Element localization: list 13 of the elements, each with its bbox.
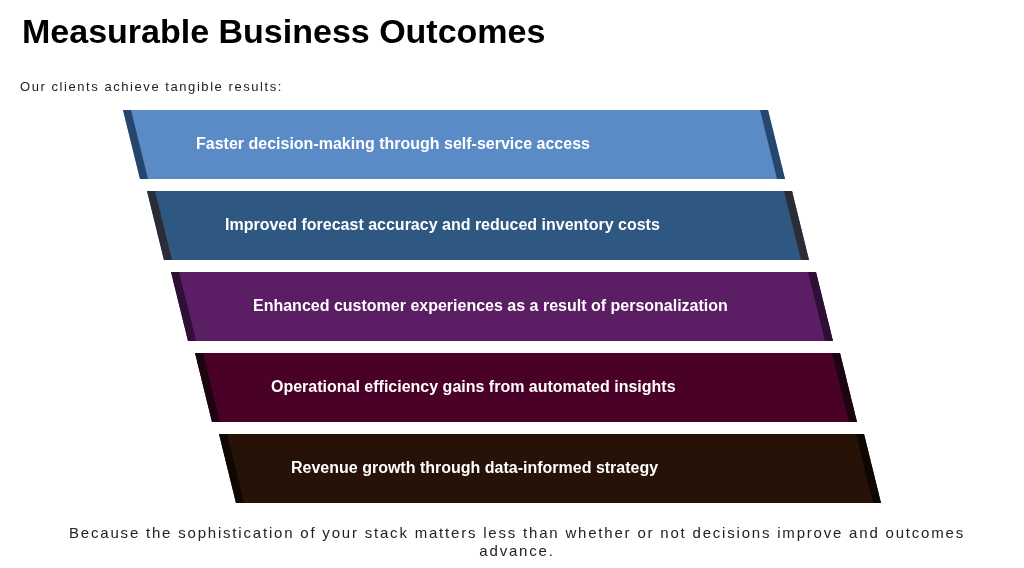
band-text: Faster decision-making through self-service access [196, 134, 590, 154]
subtitle: Our clients achieve tangible results: [20, 78, 283, 96]
parallelogram-band [195, 353, 857, 422]
band-text: Revenue growth through data-informed strategy [291, 458, 659, 478]
caption: Because the sophistication of your stack matters less than whether or not decisions improve and outcomes advance. [68, 524, 966, 560]
parallelogram-band [219, 434, 881, 503]
parallelogram-band [171, 272, 833, 341]
parallelogram-band [123, 110, 785, 179]
band-text: Improved forecast accuracy and reduced inventory costs [225, 215, 660, 235]
parallelogram-band [147, 191, 809, 260]
title: Measurable Business Outcomes [22, 11, 546, 52]
band-text: Operational efficiency gains from automated insights [271, 377, 676, 397]
band-text: Enhanced customer experiences as a result of personalization [253, 296, 728, 316]
